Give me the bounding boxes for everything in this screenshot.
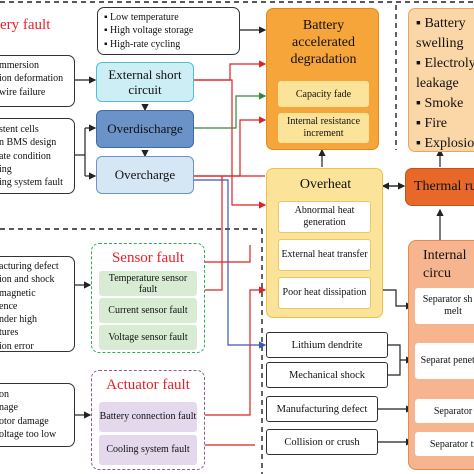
separator-tear-box: Separator ti — [415, 432, 474, 456]
separator-damage-label: Separator — [433, 405, 473, 417]
degradation-causes-box: ▪ Low temperature ▪ High voltage storage… — [97, 7, 240, 55]
sensor-fault-title: Sensor fault — [111, 249, 185, 266]
collision-label: Collision or crush — [284, 436, 360, 448]
mechanical-shock-box: Mechanical shock — [266, 362, 388, 388]
sensor-fault-box: Sensor fault Temperature sensor fault Cu… — [91, 243, 205, 353]
cause-line: wire failure — [0, 86, 46, 98]
cooling-system-fault-label: Cooling system fault — [106, 444, 190, 455]
cause-line: stent cells — [0, 124, 39, 135]
cause-line: oltage too low — [0, 428, 57, 440]
temperature-sensor-fault-label: Temperature sensor fault — [108, 272, 188, 295]
internal-short-circuit-title: Internal circu — [423, 248, 467, 281]
overdischarge-label: Overdischarge — [107, 121, 183, 136]
cause-line: ▪ High-rate cycling — [104, 38, 181, 50]
actuator-fault-title: Actuator fault — [106, 376, 190, 393]
external-short-circuit-box: External short circuit — [96, 62, 194, 102]
voltage-sensor-fault-label: Voltage sensor fault — [108, 332, 188, 343]
battery-fault-causes-box-2: stent cells n BMS design ate condition i… — [0, 118, 75, 194]
consequence-item: ▪ Battery swelling — [416, 16, 466, 51]
overcharge-label: Overcharge — [114, 167, 176, 182]
cause-line: tures — [0, 327, 19, 339]
capacity-fade-label: Capacity fade — [295, 88, 352, 100]
current-sensor-fault-box: Current sensor fault — [99, 298, 197, 323]
consequences-box: ▪ Battery swelling ▪ Electroly leakage ▪… — [408, 8, 474, 152]
lithium-dendrite-label: Lithium dendrite — [291, 339, 363, 351]
external-short-circuit-label: External short circuit — [108, 67, 182, 97]
abnormal-heat-box: Abnormal heat generation — [278, 201, 371, 233]
lithium-dendrite-box: Lithium dendrite — [266, 332, 388, 358]
cause-line: ion deformation — [0, 73, 64, 85]
current-sensor-fault-label: Current sensor fault — [108, 305, 188, 316]
external-heat-box: External heat transfer — [278, 239, 371, 271]
consequence-item: ▪ Fire — [416, 116, 448, 131]
overheat-title: Overheat — [299, 177, 352, 192]
cause-line: ence — [0, 300, 18, 312]
cause-line: on — [0, 389, 9, 400]
cause-line: ▪ Low temperature — [104, 12, 179, 23]
battery-connection-fault-label: Battery connection fault — [99, 411, 197, 422]
overheat-box: Overheat Abnormal heat generation Extern… — [266, 168, 383, 318]
overdischarge-box: Overdischarge — [96, 110, 194, 148]
cause-line: mmersion — [0, 60, 39, 71]
internal-resistance-label: Internal resistance increment — [286, 116, 361, 139]
cooling-system-fault-box: Cooling system fault — [99, 435, 197, 465]
cause-line: nder high — [0, 314, 38, 326]
abnormal-heat-label: Abnormal heat generation — [294, 205, 355, 228]
separator-penetration-box: Separat penetrat — [415, 343, 474, 379]
poor-heat-box: Poor heat dissipation — [278, 277, 371, 309]
consequence-item: ▪ Smoke — [416, 96, 464, 111]
cause-line: ion error — [0, 340, 34, 352]
capacity-fade-box: Capacity fade — [278, 81, 369, 107]
internal-resistance-box: Internal resistance increment — [278, 113, 369, 143]
cause-line: ion and shock — [0, 274, 55, 286]
separator-shrink-label: Separator sh or melt — [422, 294, 474, 317]
actuator-fault-causes-box: on nage otor damage oltage too low — [0, 383, 75, 447]
battery-connection-fault-box: Battery connection fault — [99, 402, 197, 432]
consequence-item: ▪ Electroly leakage — [416, 56, 474, 91]
cause-line: magnetic — [0, 287, 36, 299]
cause-line: nage — [0, 402, 18, 414]
mechanical-shock-label: Mechanical shock — [288, 369, 366, 381]
cause-line: acturing defect — [0, 261, 59, 272]
cause-line: ate condition — [0, 150, 51, 162]
cause-line: n BMS design — [0, 137, 57, 149]
battery-fault-title: ery fault — [0, 17, 51, 33]
cause-line: otor damage — [0, 415, 49, 427]
manufacturing-defect-box: Manufacturing defect — [266, 396, 378, 422]
battery-fault-causes-box-1: mmersion ion deformation wire failure — [0, 55, 75, 107]
external-heat-label: External heat transfer — [281, 249, 368, 260]
separator-penetration-label: Separat penetrat — [420, 355, 474, 366]
battery-degradation-box: Battery accelerated degradation Capacity… — [266, 8, 379, 150]
thermal-runaway-label: Thermal ru — [414, 179, 474, 194]
poor-heat-label: Poor heat dissipation — [282, 287, 367, 298]
manufacturing-defect-label: Manufacturing defect — [276, 403, 368, 415]
thermal-runaway-box: Thermal ru — [405, 168, 474, 206]
voltage-sensor-fault-box: Voltage sensor fault — [99, 325, 197, 350]
sensor-fault-causes-box: acturing defect ion and shock magnetic e… — [0, 256, 75, 352]
cause-line: ▪ High voltage storage — [104, 25, 194, 37]
separator-damage-box: Separator — [415, 399, 474, 423]
cause-line: ing — [0, 163, 12, 175]
temperature-sensor-fault-box: Temperature sensor fault — [99, 271, 197, 296]
cause-line: ing system fault — [0, 177, 63, 189]
consequence-item: ▪ Explosio — [416, 136, 474, 151]
actuator-fault-box: Actuator fault Battery connection fault … — [91, 370, 205, 470]
collision-box: Collision or crush — [266, 429, 378, 455]
separator-shrink-box: Separator sh or melt — [415, 288, 474, 324]
battery-degradation-title: Battery accelerated degradation — [290, 17, 357, 67]
internal-short-circuit-box: Internal circu Separator sh or melt Sepa… — [408, 240, 474, 470]
separator-tear-label: Separator ti — [429, 438, 474, 450]
overcharge-box: Overcharge — [96, 156, 194, 194]
